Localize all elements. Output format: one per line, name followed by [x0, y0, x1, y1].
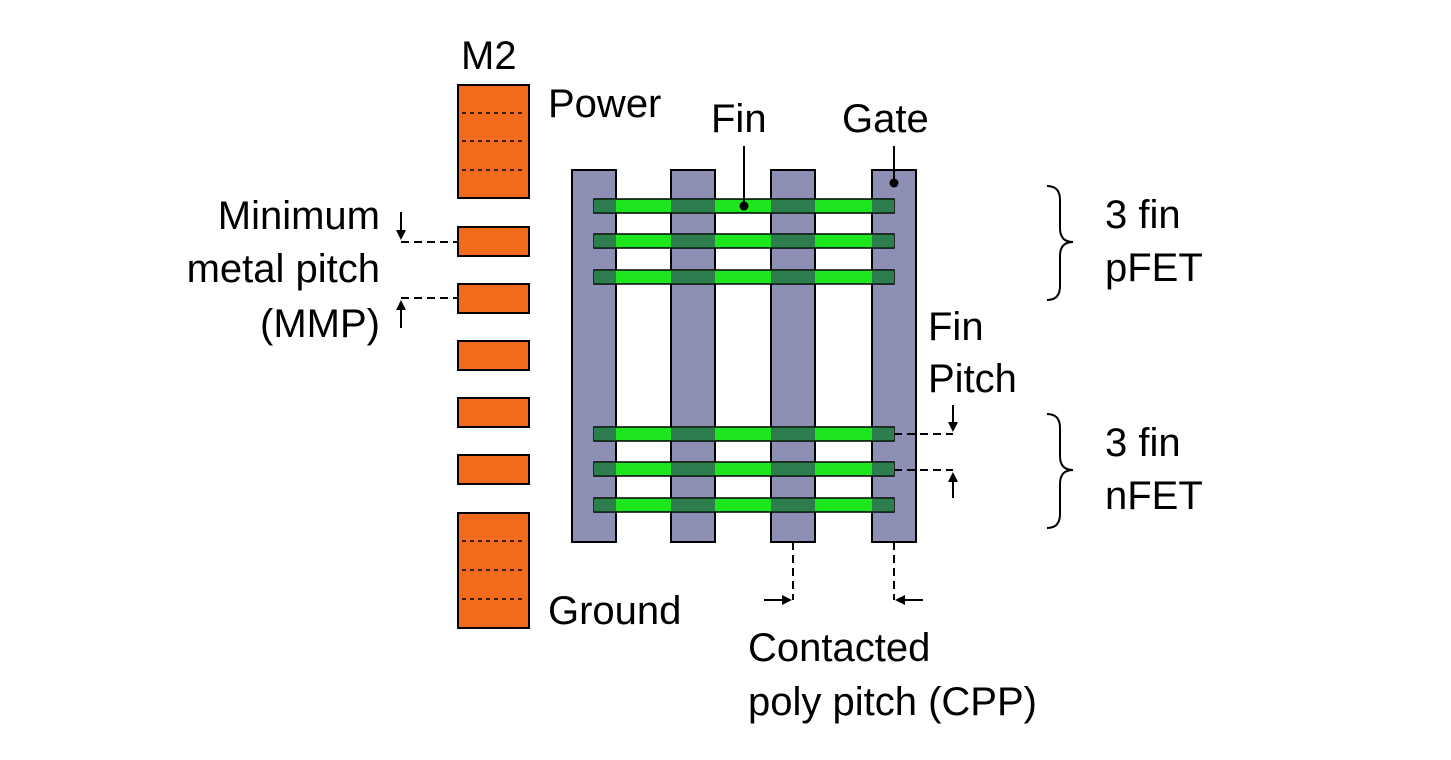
ground-label: Ground — [548, 589, 681, 633]
cpp-label-line1: Contacted — [748, 626, 930, 670]
mmp-dimension — [396, 212, 458, 328]
fin-leader-dot — [739, 201, 749, 211]
arrow-head-icon — [948, 472, 958, 482]
nfet-label-line1: 3 fin — [1105, 421, 1181, 465]
cpp-dimension — [764, 542, 923, 605]
fin — [593, 426, 895, 442]
ground-rail — [457, 512, 530, 629]
fin-gate-overlap — [872, 234, 894, 248]
fin-pitch-label-line1: Fin — [928, 305, 984, 349]
fin-gate-overlap — [671, 199, 715, 213]
fin-pitch-dimension — [894, 405, 958, 498]
fin — [593, 461, 895, 477]
nfet-brace — [1046, 413, 1074, 529]
fin-pitch-label-line2: Pitch — [928, 357, 1017, 401]
fin-gate-overlap — [671, 462, 715, 476]
arrow-head-icon — [396, 300, 406, 310]
power-rail — [457, 84, 530, 199]
arrow-head-icon — [782, 595, 792, 605]
arrow-head-icon — [948, 422, 958, 432]
fin — [593, 269, 895, 285]
metal-track — [457, 454, 530, 485]
metal-track — [457, 283, 530, 314]
pfet-label-line1: 3 fin — [1105, 193, 1181, 237]
metal-track — [457, 397, 530, 428]
fin-gate-overlap — [872, 270, 894, 284]
fin-gate-overlap — [594, 427, 616, 441]
fin-gate-overlap — [671, 270, 715, 284]
pfet-brace — [1046, 185, 1074, 301]
fin-gate-overlap — [594, 462, 616, 476]
m2-metal-tracks — [457, 84, 530, 629]
fin-gate-overlap — [671, 427, 715, 441]
cpp-label-line2: poly pitch (CPP) — [748, 680, 1037, 724]
fins — [593, 198, 895, 513]
fin-gate-overlap — [872, 427, 894, 441]
mmp-label-line2: metal pitch — [187, 247, 380, 291]
gate — [770, 169, 816, 543]
metal-track — [457, 340, 530, 371]
gates — [571, 169, 917, 543]
fin-gate-overlap — [872, 498, 894, 512]
fin-gate-overlap — [671, 234, 715, 248]
mmp-label-line1: Minimum — [218, 194, 380, 238]
fin-gate-overlap — [594, 270, 616, 284]
mmp-label-line3: (MMP) — [260, 302, 380, 346]
arrow-head-icon — [396, 230, 406, 240]
gate — [571, 169, 617, 543]
fin-gate-overlap — [771, 270, 815, 284]
fin-gate-overlap — [671, 498, 715, 512]
fin-label: Fin — [711, 97, 767, 141]
gate — [670, 169, 716, 543]
m2-label: M2 — [461, 34, 517, 78]
gate-label: Gate — [842, 97, 929, 141]
power-label: Power — [548, 82, 661, 126]
fin-gate-overlap — [771, 427, 815, 441]
fin-gate-overlap — [872, 199, 894, 213]
gate-leader-dot — [889, 178, 899, 188]
fin — [593, 497, 895, 513]
metal-track — [457, 226, 530, 257]
fin — [593, 233, 895, 249]
fin-gate-overlap — [771, 199, 815, 213]
gate — [871, 169, 917, 543]
pfet-label-line2: pFET — [1105, 246, 1203, 290]
nfet-label-line2: nFET — [1105, 474, 1203, 518]
fin-gate-overlap — [771, 234, 815, 248]
fin-gate-overlap — [594, 199, 616, 213]
fin-gate-overlap — [771, 498, 815, 512]
fin-gate-overlap — [771, 462, 815, 476]
arrow-head-icon — [895, 595, 905, 605]
fin-gate-overlap — [872, 462, 894, 476]
fin-gate-overlap — [594, 234, 616, 248]
fin-gate-overlap — [594, 498, 616, 512]
